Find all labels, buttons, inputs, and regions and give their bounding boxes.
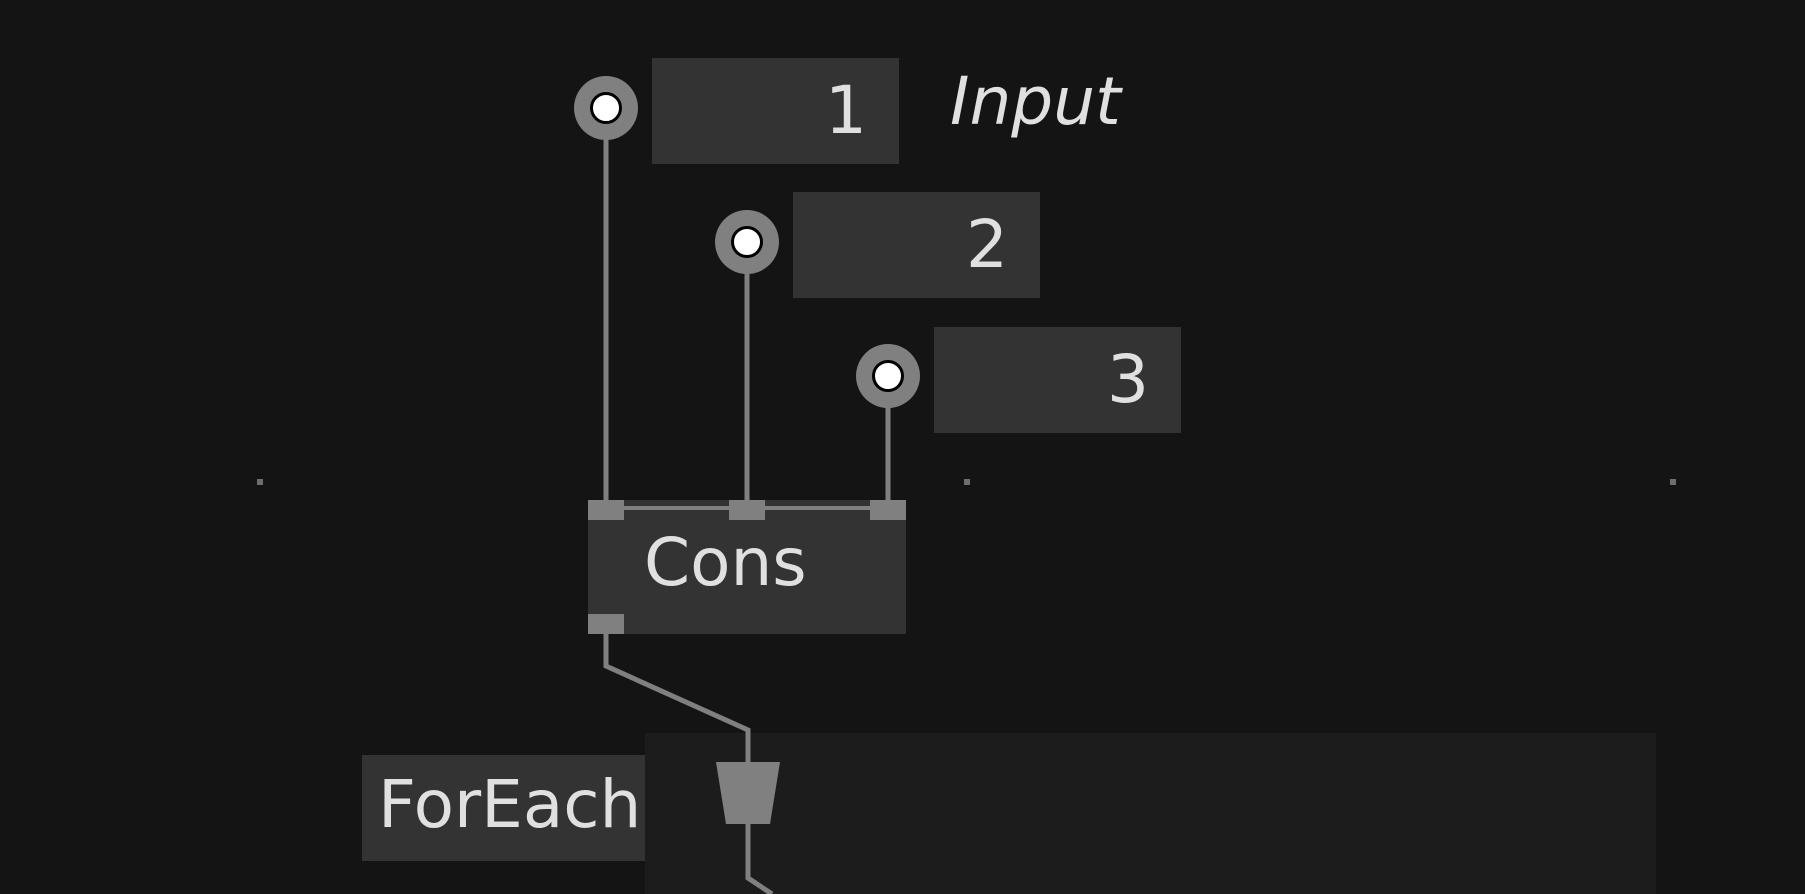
iobox-2[interactable]: 2 xyxy=(793,192,1040,298)
foreach-region-label[interactable]: ForEach xyxy=(362,755,645,861)
pin-dot-icon xyxy=(872,360,904,392)
iobox-3-output-pin[interactable] xyxy=(856,344,920,408)
cons-input-pin-1[interactable] xyxy=(588,500,624,520)
pin-dot-icon xyxy=(731,226,763,258)
cons-node-title: Cons xyxy=(644,524,807,601)
input-label: Input xyxy=(950,63,1121,140)
grid-dot xyxy=(1670,479,1676,485)
link-foreach-inner xyxy=(745,824,774,894)
foreach-region-body[interactable] xyxy=(645,733,1656,894)
grid-dot xyxy=(257,479,263,485)
iobox-3[interactable]: 3 xyxy=(934,327,1181,433)
grid-dot xyxy=(964,479,970,485)
iobox-1[interactable]: 1 xyxy=(652,58,899,164)
iobox-2-output-pin[interactable] xyxy=(715,210,779,274)
pin-dot-icon xyxy=(590,92,622,124)
cons-input-pin-3[interactable] xyxy=(870,500,906,520)
cons-output-pin[interactable] xyxy=(588,614,624,634)
cons-input-pin-2[interactable] xyxy=(729,500,765,520)
iobox-1-output-pin[interactable] xyxy=(574,76,638,140)
foreach-splitter-icon xyxy=(716,762,780,824)
cons-node[interactable]: Cons xyxy=(588,500,906,634)
link-cons-to-foreach xyxy=(603,632,751,762)
